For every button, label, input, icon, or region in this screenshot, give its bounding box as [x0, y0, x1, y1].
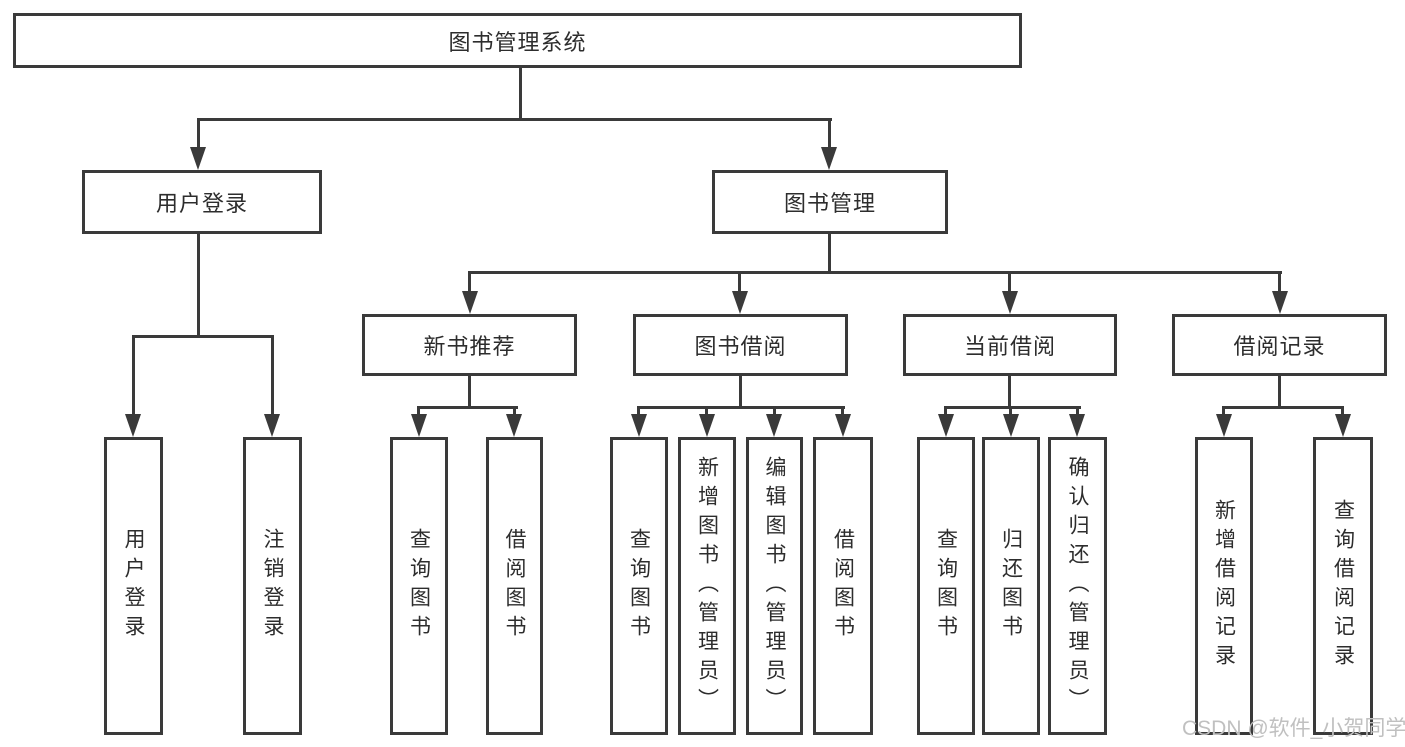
arrow-leaf-confirm-return [1069, 414, 1085, 437]
arrow-leaf-return-books [1003, 414, 1019, 437]
arrow-book-borrow [732, 291, 748, 314]
csdn-watermark: CSDN @软件_小贺同学 [1182, 717, 1405, 740]
node-book-borrowing-label: 图书借阅 [694, 334, 787, 359]
arrow-leaf-borrow-books-1 [506, 414, 522, 437]
connector-book-mgmt-down [828, 233, 831, 274]
arrow-leaf-add-record [1216, 414, 1232, 437]
node-book-borrowing: 图书借阅 [633, 314, 848, 376]
connector-new-book-down [468, 376, 471, 409]
leaf-query-books-3-label: 查询图书 [934, 528, 958, 644]
leaf-edit-book-admin: 编辑图书（管理员） [746, 437, 803, 735]
connector-user-login-down [197, 233, 200, 338]
leaf-edit-book-admin-label: 编辑图书（管理员） [763, 455, 786, 717]
connector-new-book-stem [468, 271, 471, 300]
connector-leaf-logout-stem [271, 335, 274, 430]
connector-borrow-records-horizontal [1222, 406, 1344, 409]
leaf-borrow-books-2-label: 借阅图书 [831, 528, 855, 644]
leaf-logout: 注销登录 [243, 437, 302, 735]
connector-user-login-horizontal [132, 335, 274, 338]
connector-user-login-stem [197, 118, 200, 155]
node-user-login-label: 用户登录 [155, 191, 248, 216]
arrow-leaf-logout [264, 414, 280, 437]
connector-book-mgmt-horizontal [469, 271, 1282, 274]
leaf-add-borrow-record: 新增借阅记录 [1195, 437, 1253, 735]
leaf-confirm-return-admin-label: 确认归还（管理员） [1066, 455, 1089, 717]
arrow-user-login [190, 147, 206, 170]
connector-borrow-records-down [1278, 376, 1281, 409]
leaf-borrow-books-1: 借阅图书 [486, 437, 543, 735]
connector-current-borrow-down [1008, 376, 1011, 409]
leaf-query-books-2: 查询图书 [610, 437, 668, 735]
arrow-leaf-query-books-2 [631, 414, 647, 437]
leaf-borrow-books-1-label: 借阅图书 [503, 528, 526, 644]
leaf-user-login-label: 用户登录 [122, 528, 145, 644]
arrow-leaf-query-books-1 [411, 414, 427, 437]
arrow-leaf-query-books-3 [938, 414, 954, 437]
leaf-query-books-2-label: 查询图书 [627, 528, 651, 644]
node-new-book-recommend: 新书推荐 [362, 314, 577, 376]
leaf-query-books-1: 查询图书 [390, 437, 448, 735]
leaf-add-book-admin-label: 新增图书（管理员） [695, 455, 719, 717]
connector-current-borrow-stem [1008, 271, 1011, 300]
arrow-new-book [462, 291, 478, 314]
leaf-add-borrow-record-label: 新增借阅记录 [1212, 499, 1236, 673]
leaf-query-borrow-record-label: 查询借阅记录 [1331, 499, 1355, 673]
leaf-confirm-return-admin: 确认归还（管理员） [1048, 437, 1107, 735]
arrow-leaf-login [125, 414, 141, 437]
arrow-book-mgmt [821, 147, 837, 170]
connector-book-mgmt-stem [828, 118, 831, 155]
leaf-return-books-label: 归还图书 [999, 528, 1023, 644]
leaf-add-book-admin: 新增图书（管理员） [678, 437, 736, 735]
leaf-query-borrow-record: 查询借阅记录 [1313, 437, 1373, 735]
connector-root-horizontal [197, 118, 832, 121]
node-user-login: 用户登录 [82, 170, 322, 234]
leaf-logout-label: 注销登录 [261, 528, 284, 644]
arrow-borrow-records [1272, 291, 1288, 314]
connector-book-borrow-down [739, 376, 742, 409]
node-current-borrowing: 当前借阅 [903, 314, 1117, 376]
leaf-query-books-3: 查询图书 [917, 437, 975, 735]
arrow-current-borrow [1002, 291, 1018, 314]
connector-leaf-login-stem [132, 335, 135, 430]
connector-borrow-records-stem [1278, 271, 1281, 300]
node-root-label: 图书管理系统 [448, 29, 587, 55]
arrow-leaf-borrow-books-2 [835, 414, 851, 437]
node-current-borrowing-label: 当前借阅 [963, 334, 1056, 359]
leaf-return-books: 归还图书 [982, 437, 1040, 735]
node-borrow-records-label: 借阅记录 [1233, 334, 1326, 359]
arrow-leaf-edit-book [766, 414, 782, 437]
arrow-leaf-query-record [1335, 414, 1351, 437]
connector-book-borrow-stem [738, 271, 741, 300]
connector-new-book-horizontal [417, 406, 518, 409]
arrow-leaf-add-book [699, 414, 715, 437]
node-book-management-label: 图书管理 [783, 191, 876, 216]
leaf-borrow-books-2: 借阅图书 [813, 437, 873, 735]
node-root: 图书管理系统 [13, 13, 1022, 68]
connector-book-borrow-horizontal [637, 406, 845, 409]
node-borrow-records: 借阅记录 [1172, 314, 1387, 376]
leaf-user-login: 用户登录 [104, 437, 163, 735]
node-book-management: 图书管理 [712, 170, 948, 234]
leaf-query-books-1-label: 查询图书 [407, 528, 431, 644]
connector-root-stem [519, 66, 522, 120]
node-new-book-recommend-label: 新书推荐 [423, 334, 516, 359]
connector-current-borrow-horizontal [944, 406, 1081, 409]
